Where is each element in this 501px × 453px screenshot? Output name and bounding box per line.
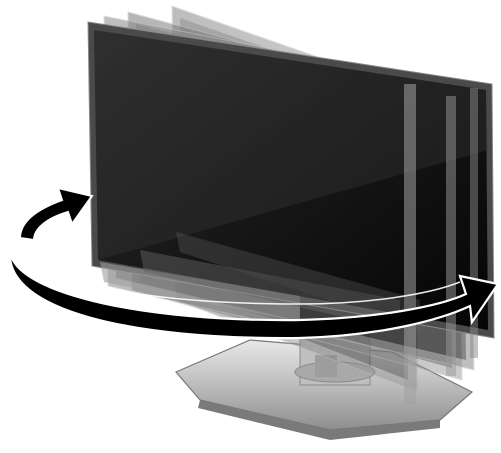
swivel-illustration bbox=[0, 0, 501, 453]
monitor-swivel-figure bbox=[0, 0, 501, 453]
